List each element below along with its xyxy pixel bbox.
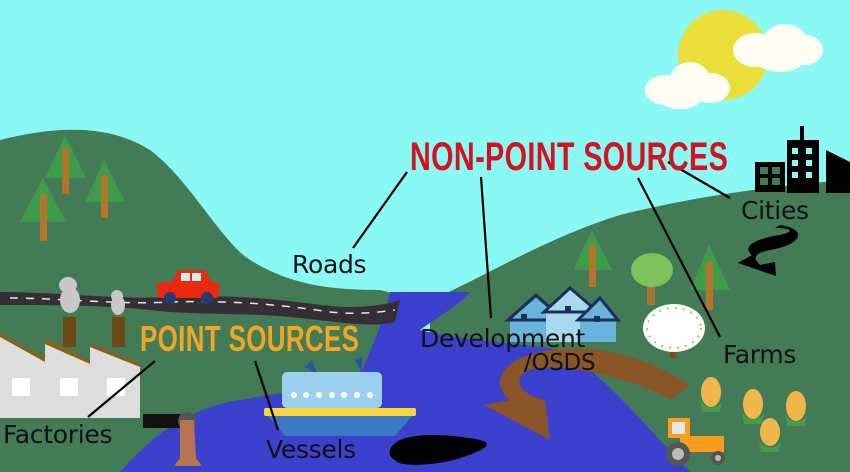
black-arrow-icon xyxy=(738,225,799,276)
factories-label: Factories xyxy=(3,420,113,449)
corn-icon xyxy=(785,391,807,426)
cities-label: Cities xyxy=(741,196,809,225)
runoff-arrow-icon xyxy=(484,348,690,440)
tractor-icon xyxy=(666,418,725,466)
city-buildings-icon xyxy=(755,126,850,193)
oil-spill-icon xyxy=(389,435,487,465)
pine-tree-icon xyxy=(690,245,730,310)
roads-label: Roads xyxy=(292,250,367,279)
corn-icon xyxy=(742,389,764,424)
pine-tree-icon xyxy=(573,230,612,287)
pine-tree-icon xyxy=(85,160,125,218)
smoke-icon xyxy=(59,277,125,315)
pipe-icon xyxy=(143,412,202,466)
car-icon xyxy=(157,270,219,304)
corn-icon xyxy=(759,418,781,452)
houses-icon xyxy=(504,285,622,342)
ship-icon xyxy=(264,356,416,436)
pine-tree-icon xyxy=(20,178,66,241)
flowering-tree-icon xyxy=(643,304,705,358)
non-point-sources-heading: NON-POINT SOURCES xyxy=(410,135,729,179)
development-label: Development xyxy=(420,324,585,353)
leader-lines xyxy=(87,161,731,431)
farms-label: Farms xyxy=(723,340,797,369)
point-sources-heading: POINT SOURCES xyxy=(140,318,360,359)
road xyxy=(0,292,400,325)
factory-icon xyxy=(0,317,140,418)
deciduous-tree-icon xyxy=(631,253,673,305)
pine-tree-icon xyxy=(45,135,86,194)
vessels-label: Vessels xyxy=(266,435,356,464)
corn-icon xyxy=(700,377,722,412)
cloud-icon xyxy=(733,24,823,72)
osds-label: /OSDS xyxy=(524,350,596,376)
cloud-icon xyxy=(645,62,730,109)
